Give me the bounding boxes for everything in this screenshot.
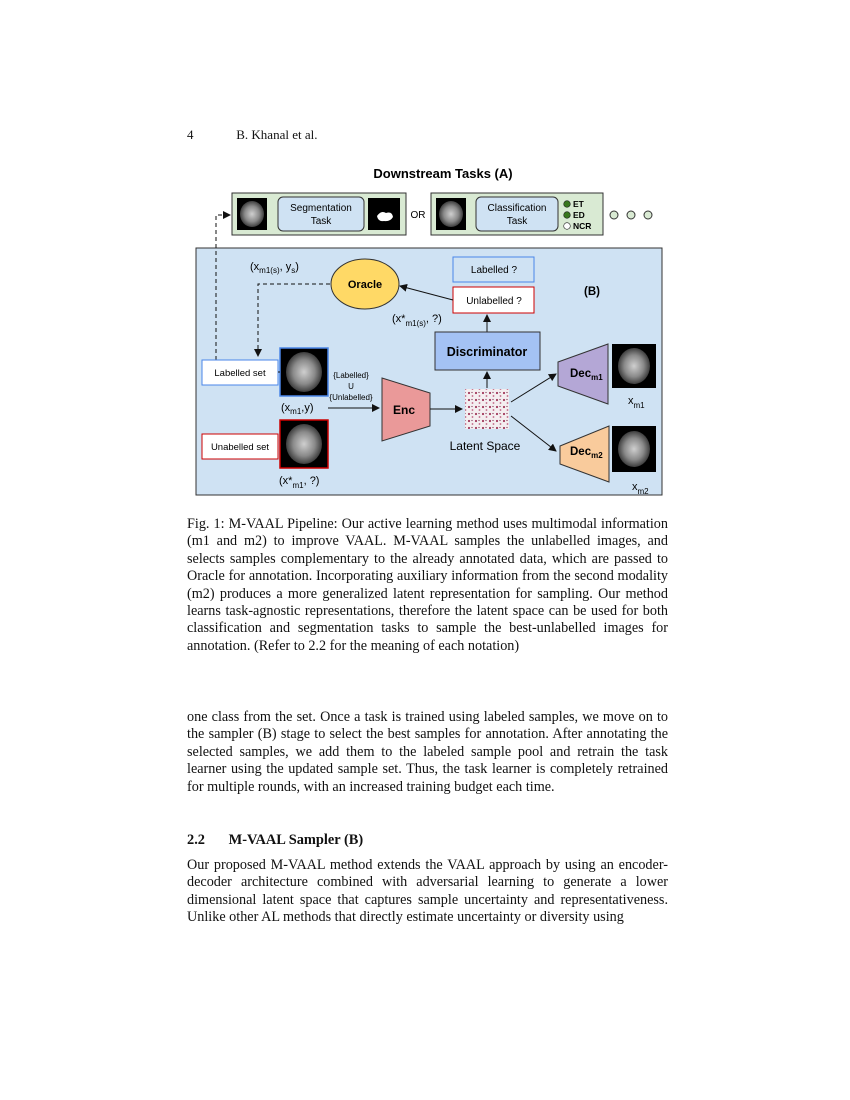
- labelled-pair-label: (xm1,y): [281, 402, 314, 416]
- classification-task-box: [475, 196, 559, 232]
- brain-image: [439, 201, 463, 227]
- unlabelled-set-box: [201, 433, 279, 460]
- unlabelled-set-label: Unabelled set: [211, 442, 269, 453]
- segmentation-label-2: Task: [311, 216, 333, 227]
- running-authors: B. Khanal et al.: [236, 127, 318, 142]
- latent-space-label: Latent Space: [450, 439, 521, 453]
- oracle-input-label: (xm1(s), ys): [250, 261, 299, 275]
- brain-image: [286, 424, 322, 464]
- section-number: 2.2: [187, 832, 205, 848]
- brain-image: [618, 348, 650, 384]
- body-paragraph-1: one class from the set. Once a task is t…: [187, 709, 668, 795]
- or-label: OR: [411, 210, 426, 221]
- more-dot: [609, 210, 619, 220]
- decoder1-node: [557, 343, 609, 405]
- feedback-arrow: [215, 211, 231, 360]
- pipeline-diagram: Downstream Tasks (A) Segmentation Task O…: [195, 166, 663, 496]
- body-paragraph-2: Our proposed M-VAAL method extends the V…: [187, 857, 668, 926]
- class-ncr: NCR: [573, 221, 591, 231]
- discriminator-label: Discriminator: [447, 345, 528, 359]
- figure-title: Downstream Tasks (A): [373, 166, 512, 181]
- more-dot: [626, 210, 636, 220]
- class-et: ET: [573, 199, 585, 209]
- decoder2-node: [559, 425, 610, 483]
- brain-image: [286, 352, 322, 392]
- brain-image: [618, 431, 650, 467]
- unlabelled-question-box: [452, 286, 535, 314]
- labelled-question: Labelled ?: [471, 265, 518, 276]
- union-line-2: U: [348, 382, 354, 391]
- class-ed: ED: [573, 210, 585, 220]
- encoder-label: Enc: [393, 403, 415, 417]
- latent-space-samples: [465, 389, 509, 429]
- oracle-to-labelled-arrow: [254, 283, 330, 357]
- selection-to-oracle-arrow: [399, 283, 454, 301]
- more-dot: [643, 210, 653, 220]
- latent-to-dec2-arrow: [510, 415, 557, 452]
- page-number: 4: [187, 127, 194, 142]
- running-header: 4 B. Khanal et al.: [187, 127, 317, 143]
- pipeline-figure: Downstream Tasks (A) Segmentation Task O…: [180, 160, 670, 500]
- union-line-1: {Labelled}: [333, 371, 369, 380]
- class-dot-et: [563, 200, 571, 208]
- unlabelled-pair-label: (x*m1, ?): [279, 475, 319, 490]
- class-dot-ed: [563, 211, 571, 219]
- reconstruction1-label: xm1: [628, 395, 645, 410]
- decoder2-label: Decm2: [570, 446, 603, 460]
- union-line-3: {Unlabelled}: [329, 393, 372, 402]
- oracle-output-label: (x*m1(s), ?): [392, 313, 442, 328]
- classification-label-2: Task: [507, 216, 529, 227]
- figure-caption: Fig. 1: M-VAAL Pipeline: Our active lear…: [187, 516, 668, 654]
- class-dot-ncr: [563, 222, 571, 230]
- segmentation-task-box: [277, 196, 365, 232]
- section-heading: 2.2 M-VAAL Sampler (B): [187, 832, 363, 849]
- sampler-label: (B): [584, 286, 600, 298]
- labelled-question-box: [452, 256, 535, 283]
- oracle-label: Oracle: [348, 279, 382, 291]
- mask-shape: [377, 212, 393, 222]
- classification-label-1: Classification: [488, 203, 547, 214]
- labelled-set-label: Labelled set: [214, 368, 266, 379]
- discriminator-node: [434, 331, 541, 371]
- brain-image: [240, 201, 264, 227]
- latent-to-dec1-arrow: [510, 373, 557, 403]
- section-title: M-VAAL Sampler (B): [228, 832, 364, 848]
- decoder1-label: Decm1: [570, 368, 603, 382]
- oracle-node: [330, 258, 400, 310]
- unlabelled-question: Unlabelled ?: [466, 296, 522, 307]
- segmentation-label-1: Segmentation: [290, 203, 352, 214]
- encoder-node: [381, 377, 431, 442]
- reconstruction2-label: xm2: [632, 481, 649, 496]
